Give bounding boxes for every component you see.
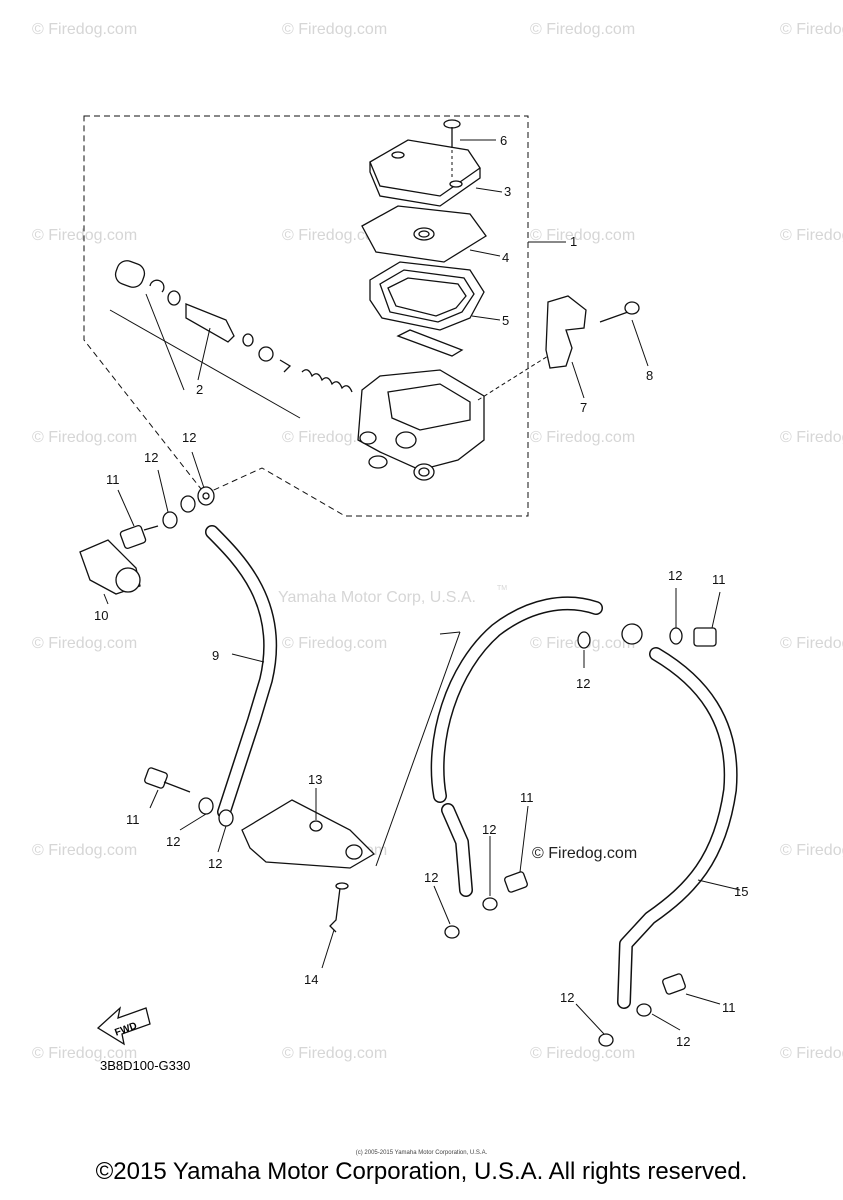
brake-hose-right [617,647,738,1009]
diaphragm-plate [361,205,487,263]
callout-12: 12 [144,450,158,465]
diagram-code: 3B8D100-G330 [100,1058,190,1073]
callout-11: 11 [722,1000,736,1015]
callout-12: 12 [668,568,682,583]
watermark-text: © Firedog.com [530,429,635,446]
callout-8: 8 [646,368,653,383]
watermark-text: © Firedog.com [530,227,635,244]
watermark-text: © Firedog.com [282,21,387,38]
callout-13: 13 [308,772,322,787]
cap-screw [443,119,461,178]
watermark-text: © Firedog.com [530,21,635,38]
watermark-text: © Firedog.com [282,635,387,652]
handlebar-holder [477,295,640,401]
watermark-text: © Firedog.com [780,429,843,446]
watermark-text: © Firedog.com [32,429,137,446]
brake-hose-left [430,596,603,897]
reservoir-cap [369,139,481,207]
diaphragm [369,261,485,357]
joint-bolt [329,882,349,933]
watermark-text: © Firedog.com [780,1045,843,1062]
watermark-text: © Firedog.com [282,227,387,244]
callout-12: 12 [182,430,196,445]
callout-2: 2 [196,382,203,397]
watermark-text: © Firedog.com [32,635,137,652]
copyright-footer: ©2015 Yamaha Motor Corporation, U.S.A. A… [95,1158,748,1185]
watermark-text: © Firedog.com [282,1045,387,1062]
callout-11: 11 [106,472,120,487]
callout-12: 12 [166,834,180,849]
piston-kit [109,260,353,419]
callout-12: 12 [676,1034,690,1049]
callout-12: 12 [208,856,222,871]
callout-9: 9 [212,648,219,663]
callout-3: 3 [504,184,511,199]
banjo-bolt-lower [144,767,234,827]
leader-lines [103,139,741,1035]
callout-15: 15 [734,884,748,899]
watermark-text: © Firedog.com [32,21,137,38]
watermark-text: © Firedog.com [780,227,843,244]
callout-5: 5 [502,313,509,328]
callout-12: 12 [424,870,438,885]
forward-arrow-icon: FWD [96,1006,151,1046]
callout-1: 1 [570,234,577,249]
master-cylinder-body [357,369,485,481]
callout-6: 6 [500,133,507,148]
watermark-text: © Firedog.com [32,227,137,244]
brake-hose-upper [205,525,278,819]
watermark-text: © Firedog.com [32,1045,137,1062]
hose-joint-right [577,623,717,649]
watermark-text: © Firedog.com [32,842,137,859]
banjo-bolt [119,524,159,550]
watermark-text: © Firedog.com [780,635,843,652]
watermark-text: © Firedog.com [530,1045,635,1062]
callout-14: 14 [304,972,318,987]
callout-11: 11 [520,790,534,805]
callout-12: 12 [482,822,496,837]
watermark-text: © Firedog.com [780,842,843,859]
assembly-boundary [83,115,529,517]
watermark-dark: © Firedog.com [532,845,637,862]
watermark-text: © Firedog.com [780,21,843,38]
callout-numbers: 1 2 3 4 5 6 7 8 9 10 11 11 11 11 11 12 1… [94,133,748,1049]
watermark-grid: © Firedog.com © Firedog.com © Firedog.co… [32,21,843,1062]
callout-11: 11 [712,572,726,587]
trademark-mark: TM [497,585,507,592]
caliper-fittings [444,871,686,1047]
yamaha-watermark: Yamaha Motor Corp, U.S.A. [278,589,476,606]
callout-10: 10 [94,608,108,623]
callout-11: 11 [126,812,140,827]
callout-7: 7 [580,400,587,415]
callout-12: 12 [576,676,590,691]
callout-12: 12 [560,990,574,1005]
brake-hose-joint [241,799,376,869]
callout-4: 4 [502,250,509,265]
copper-washers [162,486,215,529]
rubber-cap [79,539,141,595]
small-copyright: (c) 2005-2015 Yamaha Motor Corporation, … [355,1150,488,1156]
